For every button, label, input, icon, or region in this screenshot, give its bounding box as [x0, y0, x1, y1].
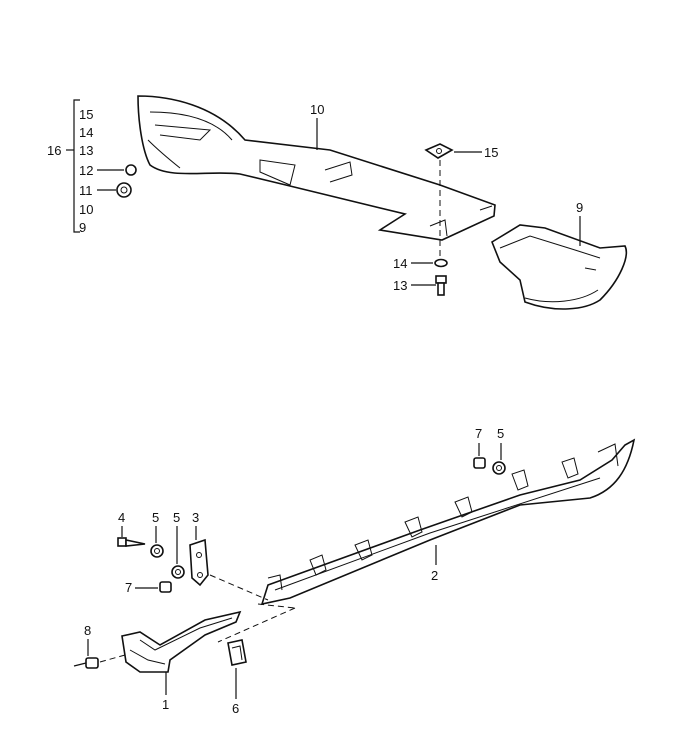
washer-icon	[125, 164, 137, 176]
callout-14: 14	[393, 256, 407, 271]
callout-4: 4	[118, 510, 125, 525]
callout-5-left: 5	[152, 510, 159, 525]
callout-3: 3	[192, 510, 199, 525]
bracket-1	[121, 610, 242, 673]
callout-6: 6	[232, 701, 239, 716]
bracket-3	[189, 538, 209, 587]
callout-9: 9	[576, 200, 583, 215]
kit-item-15: 15	[79, 107, 93, 122]
kit-item-11: 11	[79, 183, 93, 198]
callout-5-mid: 5	[173, 510, 180, 525]
nut-5-top	[492, 461, 506, 475]
bolt-13	[435, 275, 447, 296]
screw-4	[117, 537, 146, 547]
callout-15: 15	[484, 145, 498, 160]
screw-8	[73, 657, 99, 669]
nut-7-left	[159, 581, 172, 593]
callout-7-top: 7	[475, 426, 482, 441]
clip-6	[227, 639, 247, 666]
upper-trim-panel	[137, 95, 496, 241]
callout-10: 10	[310, 102, 324, 117]
kit-bracket: 16 15 14 13 12 11 10 9	[47, 99, 137, 235]
nut-icon	[116, 182, 132, 198]
kit-item-14: 14	[79, 125, 93, 140]
nut-5-left	[150, 544, 164, 558]
callout-13: 13	[393, 278, 407, 293]
callout-2: 2	[431, 568, 438, 583]
callout-1: 1	[162, 697, 169, 712]
clip-nut-15	[424, 143, 454, 159]
kit-item-10: 10	[79, 202, 93, 217]
nut-5-mid	[171, 565, 185, 579]
callout-7-left: 7	[125, 580, 132, 595]
nut-7-top	[473, 457, 486, 469]
kit-item-12: 12	[79, 163, 93, 178]
rocker-panel-2	[260, 438, 636, 606]
kit-label: 16	[47, 143, 61, 158]
kit-item-9: 9	[79, 220, 86, 235]
side-piece-9	[491, 224, 627, 310]
washer-14	[434, 258, 448, 268]
kit-item-13: 13	[79, 143, 93, 158]
callout-8: 8	[84, 623, 91, 638]
callout-5-top: 5	[497, 426, 504, 441]
